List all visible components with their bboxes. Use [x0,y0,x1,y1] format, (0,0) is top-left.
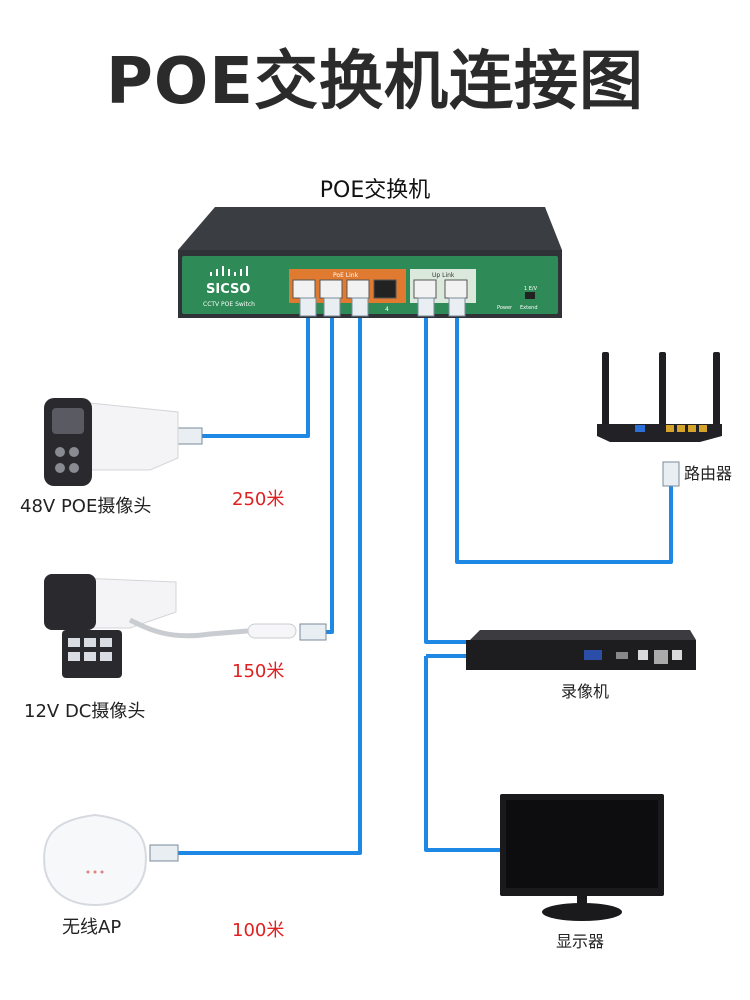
plug-port1 [299,297,317,317]
nvr-label: 录像机 [561,682,610,701]
cable-monitor [424,654,502,852]
cables [178,312,673,855]
distance-150: 150米 [232,661,285,682]
cable-nvr [424,312,468,644]
camera1-icon [44,398,179,486]
plug-camera1 [177,427,203,445]
cable-ap [178,312,362,855]
ap-label: 无线AP [62,917,122,938]
uplink-port-2 [444,279,468,299]
switch-model: CCTV POE Switch [203,301,255,308]
logo-icon [210,266,248,276]
switch-caption: POE交换机 [319,178,431,203]
port-1 [292,279,316,299]
port-3 [346,279,370,299]
power-label: Power [497,305,513,311]
router-icon [597,352,722,442]
plug-uplink1 [417,297,435,317]
ap-icon [43,813,147,907]
plug-router [662,461,680,487]
page-title: POE交换机连接图 [105,45,645,119]
uplink-port-1 [413,279,437,299]
switch-mode-label: 1 E/V [524,286,538,292]
poe-switch [178,207,562,318]
switch-top [178,207,562,250]
poe-splitter [247,623,297,639]
plug-ap [149,844,179,862]
camera2-label: 12V DC摄像头 [24,701,146,722]
cable-camera1 [200,312,310,438]
distance-100: 100米 [232,920,285,941]
port-number-label: 4 [385,306,389,313]
monitor-icon [500,794,664,921]
monitor-label: 显示器 [556,932,605,951]
rj45-plugs [149,297,680,862]
plug-camera2 [299,623,327,641]
plug-port2 [323,297,341,317]
cable-camera2 [326,312,334,634]
switch-brand: SICSO [206,282,250,297]
nvr-icon [466,630,696,670]
camera1-label: 48V POE摄像头 [20,496,152,517]
poe-link-label: PoE Link [333,272,359,279]
router-label: 路由器 [684,464,733,483]
cable-router [455,312,673,564]
plug-port3 [351,297,369,317]
port-4 [373,279,397,299]
port-2 [319,279,343,299]
up-link-label: Up Link [432,272,455,279]
plug-uplink2 [448,297,466,317]
dip-switch-icon [525,292,535,299]
camera2-icon [44,574,297,678]
extend-label: Extend [520,305,538,311]
distance-250: 250米 [232,489,285,510]
